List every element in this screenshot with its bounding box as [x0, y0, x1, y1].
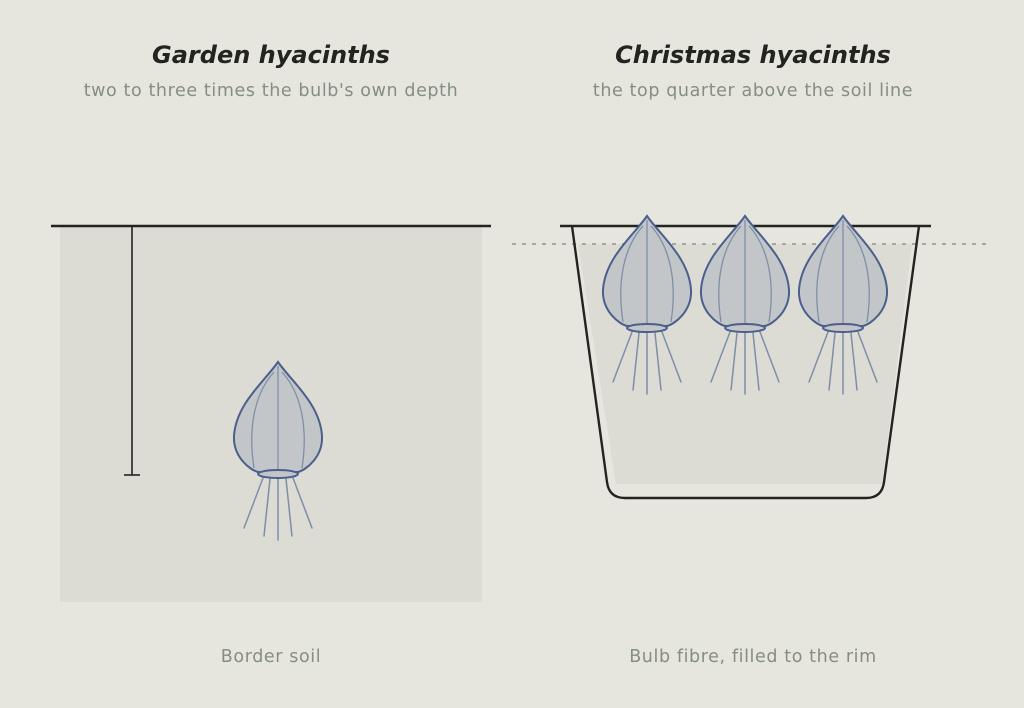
- christmas-panel-subtitle: the top quarter above the soil line: [592, 81, 914, 101]
- garden-panel-caption: Border soil: [220, 647, 322, 667]
- pot-bulb-2-body: [699, 215, 791, 333]
- christmas-panel-caption: Bulb fibre, filled to the rim: [629, 647, 877, 667]
- garden-panel-subtitle: two to three times the bulb's own depth: [83, 81, 459, 101]
- pot-bulb-1-body: [601, 215, 693, 333]
- pot-outline: [570, 225, 921, 500]
- garden-panel-title: Garden hyacinths: [152, 41, 390, 69]
- pot-bulb-3-body: [797, 215, 889, 333]
- christmas-panel-title: Christmas hyacinths: [615, 41, 891, 69]
